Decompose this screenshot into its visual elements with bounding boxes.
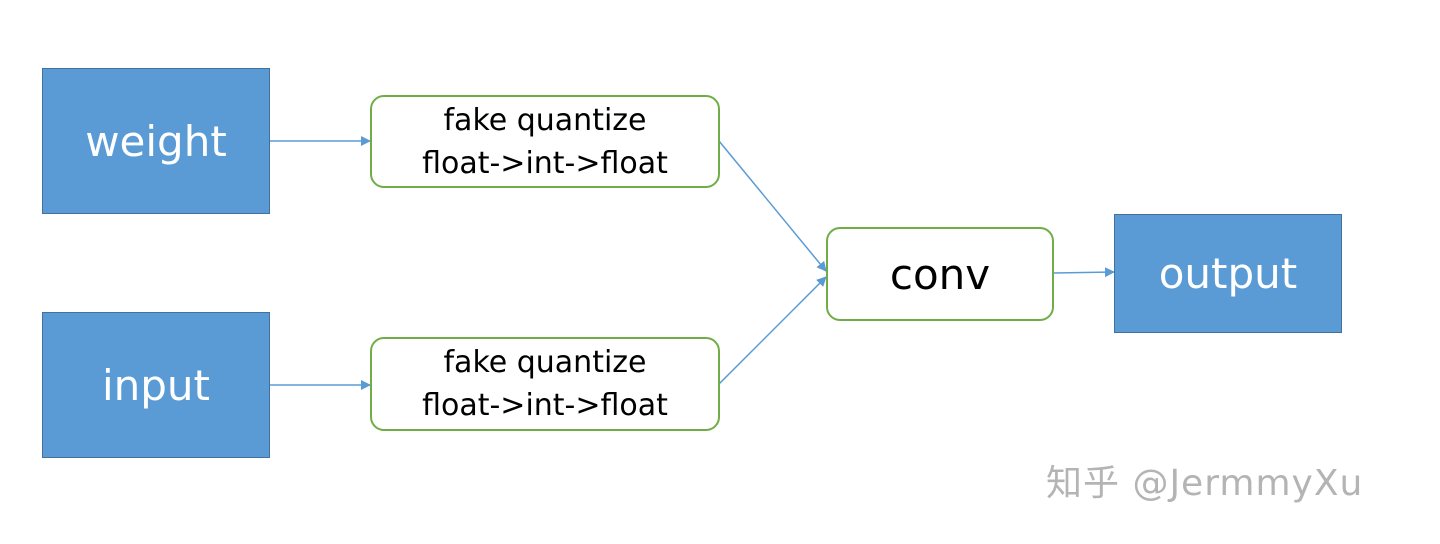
edge-conv-to-output — [1053, 267, 1115, 278]
fake-quantize-weight-node: fake quantize float->int->float — [370, 95, 720, 188]
fake-quantize-weight-title: fake quantize — [443, 102, 647, 138]
edge-fq-input-to-conv — [718, 276, 827, 385]
watermark-text: 知乎 @JermmyXu — [1046, 463, 1364, 504]
input-node: input — [42, 312, 270, 458]
output-label: output — [1158, 249, 1298, 298]
conv-label: conv — [889, 249, 991, 299]
input-label: input — [101, 360, 211, 410]
fake-quantize-weight-conversion: float->int->float — [422, 145, 668, 181]
weight-label: weight — [85, 116, 227, 166]
output-node: output — [1114, 214, 1342, 333]
edge-fq-weight-to-conv — [718, 140, 827, 272]
conv-node: conv — [826, 227, 1054, 321]
weight-node: weight — [42, 68, 270, 214]
fake-quantize-input-node: fake quantize float->int->float — [370, 337, 720, 431]
fake-quantize-input-conversion: float->int->float — [422, 388, 668, 423]
fake-quantize-input-title: fake quantize — [443, 345, 647, 380]
